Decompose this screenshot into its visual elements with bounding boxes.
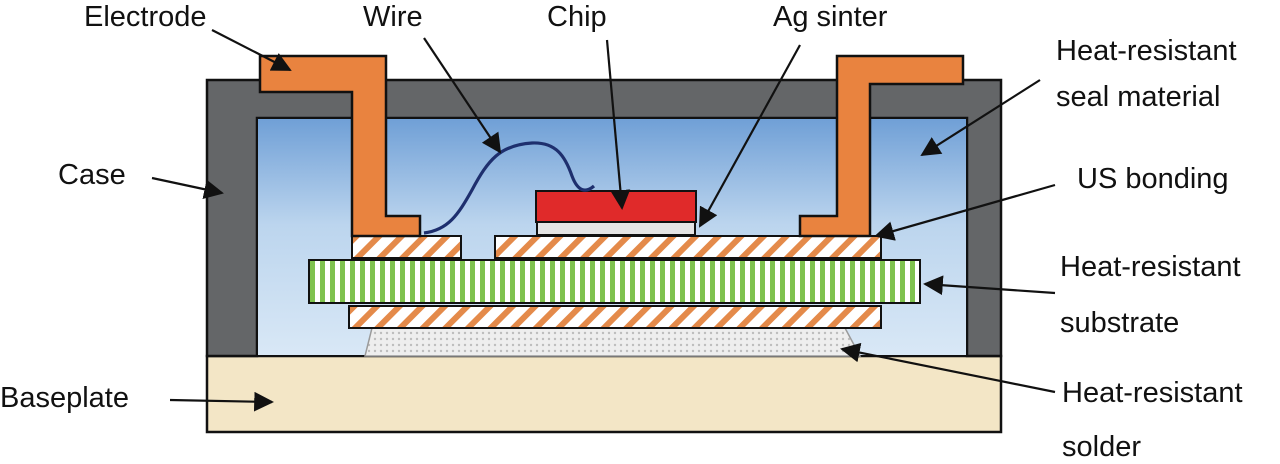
lower-copper-layer xyxy=(348,305,882,329)
solder-layer xyxy=(364,327,862,357)
label-baseplate: Baseplate xyxy=(0,382,129,414)
label-electrode: Electrode xyxy=(84,1,207,33)
arrow-us-bonding xyxy=(874,183,1056,241)
arrow-seal-material xyxy=(920,79,1041,157)
arrow-electrode xyxy=(211,29,292,71)
arrow-chip xyxy=(605,39,631,210)
label-solder-line1: Heat-resistant xyxy=(1062,377,1243,409)
bonding-wire xyxy=(423,141,596,235)
substrate xyxy=(308,259,921,304)
electrode-left xyxy=(258,54,422,238)
arrow-solder xyxy=(840,342,1056,394)
upper-copper-pad-left xyxy=(351,235,462,259)
electrode-right xyxy=(798,54,965,238)
arrow-case xyxy=(151,176,224,199)
baseplate xyxy=(205,354,1003,434)
label-substrate-line1: Heat-resistant xyxy=(1060,251,1241,283)
label-ag-sinter: Ag sinter xyxy=(773,1,888,33)
arrow-substrate xyxy=(923,275,1056,296)
arrow-wire xyxy=(423,37,502,154)
label-wire: Wire xyxy=(363,1,423,33)
label-seal-material-line2: seal material xyxy=(1056,81,1220,113)
label-substrate-line2: substrate xyxy=(1060,307,1179,339)
arrow-baseplate xyxy=(169,391,274,412)
label-chip: Chip xyxy=(547,1,607,33)
label-solder-line2: solder xyxy=(1062,431,1141,463)
chip xyxy=(535,190,697,223)
label-us-bonding: US bonding xyxy=(1077,163,1229,195)
label-case: Case xyxy=(58,159,126,191)
ag-sinter-layer xyxy=(536,221,696,236)
upper-copper-pad-right xyxy=(494,235,882,259)
arrow-ag-sinter xyxy=(699,44,801,228)
label-seal-material-line1: Heat-resistant xyxy=(1056,35,1237,67)
